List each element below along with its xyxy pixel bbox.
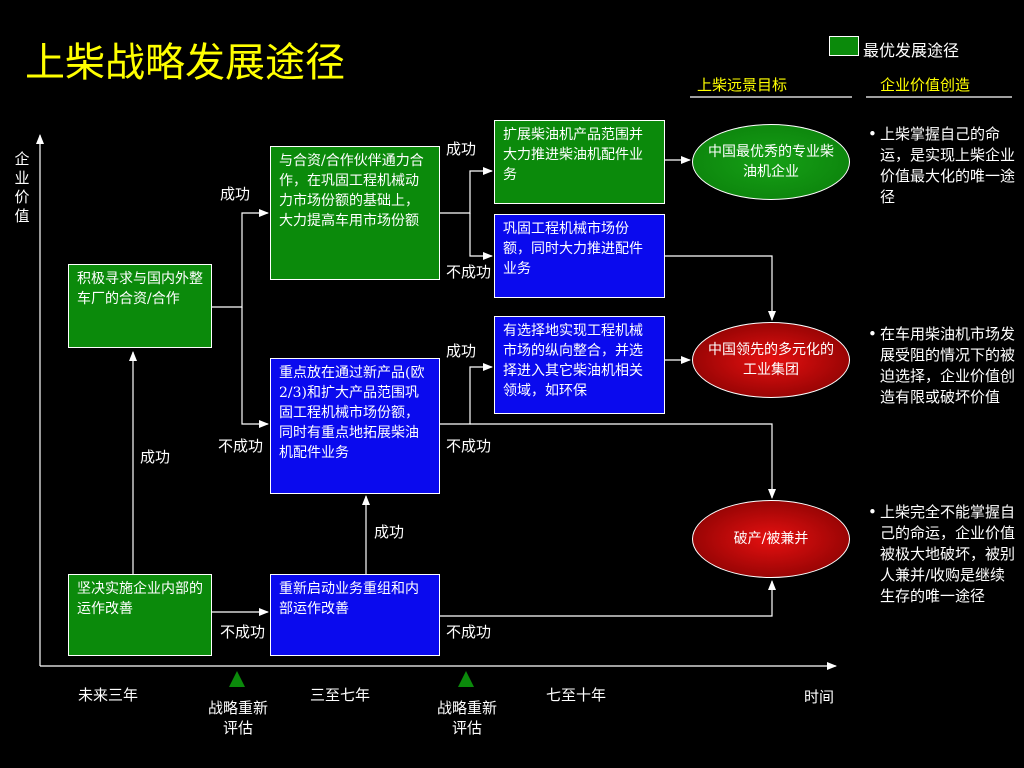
period-label: 三至七年: [310, 686, 371, 704]
bullet-value-bankrupt: 上柴完全不能掌握自己的命运，企业价值被极大地破坏，被别人兼并/收购是继续生存的唯…: [868, 502, 1016, 607]
edge-label-fail: 不成功: [446, 263, 492, 281]
bullet-value-best: 上柴掌握自己的命运，是实现上柴企业价值最大化的唯一途径: [868, 124, 1016, 208]
y-axis-label: 企业价值: [14, 150, 30, 225]
x-axis-label: 时间: [804, 688, 835, 706]
edge-label-success: 成功: [374, 523, 405, 541]
box-restart-reorganization: 重新启动业务重组和内部运作改善: [270, 574, 440, 656]
review-triangle-icon: [458, 671, 474, 687]
period-label: 七至十年: [546, 686, 607, 704]
box-seek-joint-venture: 积极寻求与国内外整车厂的合资/合作: [68, 264, 212, 348]
box-partner-cooperation: 与合资/合作伙伴通力合作，在巩固工程机械动力市场份额的基础上，大力提高车用市场份…: [270, 146, 440, 280]
bullet-value-leading: 在车用柴油机市场发展受阻的情况下的被迫选择，企业价值创造有限或破坏价值: [868, 324, 1016, 408]
legend-swatch-green: [829, 36, 859, 56]
box-consolidate-market: 巩固工程机械市场份额，同时大力推进配件业务: [494, 214, 665, 298]
edge-label-fail: 不成功: [218, 437, 264, 455]
edge-label-success: 成功: [446, 342, 477, 360]
period-label: 未来三年: [78, 686, 139, 704]
legend-label: 最优发展途径: [863, 41, 960, 60]
box-expand-diesel: 扩展柴油机产品范围并大力推进柴油机配件业务: [494, 120, 665, 204]
review-label: 战略重新评估: [436, 699, 497, 737]
edge-label-success: 成功: [140, 448, 171, 466]
goal-best-diesel: 中国最优秀的专业柴油机企业: [692, 124, 850, 200]
review-label: 战略重新评估: [207, 699, 268, 737]
box-internal-reform: 坚决实施企业内部的运作改善: [68, 574, 212, 656]
goal-bankrupt: 破产/被兼并: [692, 500, 850, 578]
edge-label-success: 成功: [446, 140, 477, 158]
header-vision: 上柴远景目标: [697, 76, 788, 94]
review-triangle-icon: [229, 671, 245, 687]
box-vertical-integration: 有选择地实现工程机械市场的纵向整合，并选择进入其它柴油机相关领域，如环保: [494, 316, 665, 414]
header-value: 企业价值创造: [880, 76, 971, 94]
edge-label-fail: 不成功: [446, 623, 492, 641]
page-title: 上柴战略发展途径: [25, 40, 345, 86]
edge-label-fail: 不成功: [446, 437, 492, 455]
edge-label-fail: 不成功: [220, 623, 266, 641]
box-focus-euro-products: 重点放在通过新产品(欧2/3)和扩大产品范围巩固工程机械市场份额，同时有重点地拓…: [270, 358, 440, 494]
goal-leading-group: 中国领先的多元化的工业集团: [692, 322, 850, 398]
edge-label-success: 成功: [220, 185, 251, 203]
